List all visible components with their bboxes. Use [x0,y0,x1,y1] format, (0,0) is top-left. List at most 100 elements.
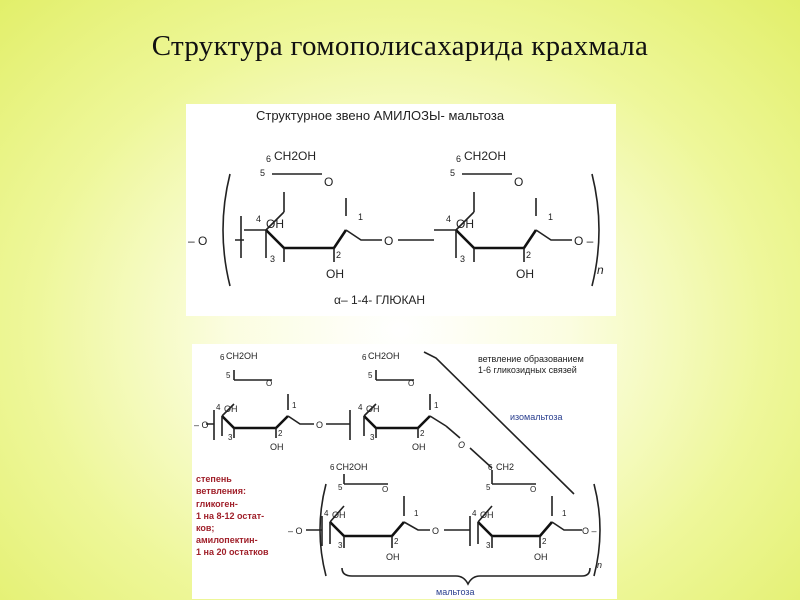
hydroxyl-upper-b: OH [366,404,380,414]
branch-note-line-2: 1-6 гликозидных связей [478,365,577,375]
left-chain-oxygen-lower: – O [288,526,303,536]
ch2oh-group-1: CH2OH [274,149,316,163]
branch-1-6-bond [445,425,493,469]
hydroxyl-lower-c: OH [332,510,346,520]
position-5-label: 5 [338,483,343,492]
amylose-caption: Структурное звено АМИЛОЗЫ- мальтоза [256,108,505,123]
position-4-label: 4 [472,509,477,518]
hydroxyl-c3-1: OH [266,217,284,231]
degree-title-2: ветвления: [196,486,246,496]
position-4-label: 4 [446,214,451,224]
glucose-ring-2: O 6 CH2OH 5 4 OH 3 2 OH 1 [398,149,572,281]
maltose-label: мальтоза [436,587,475,597]
lower-repeat-index-n: n [597,560,602,570]
hydroxyl-lower-d2: OH [534,552,548,562]
position-2-label: 2 [526,250,531,260]
position-4-label: 4 [324,509,329,518]
right-parenthesis [591,173,600,287]
position-1-label: 1 [548,212,553,222]
position-4-label: 4 [256,214,261,224]
slide-title: Структура гомополисахарида крахмала [151,30,649,62]
position-3-label: 3 [460,254,465,264]
hydroxyl-upper-a2: OH [270,442,284,452]
hydroxyl-lower-c2: OH [386,552,400,562]
bridge-oxygen-lower: O [432,526,439,536]
ch2-lower-d: CH2 [496,462,514,472]
ring-oxygen-c: O [382,485,388,494]
position-6-label: 6 [220,353,225,362]
position-4-label: 4 [216,403,221,412]
position-2-label: 2 [336,250,341,260]
position-6-label: 6 [362,353,367,362]
hydroxyl-upper-a: OH [224,404,238,414]
position-5-label: 5 [486,483,491,492]
ch2oh-upper-a: CH2OH [226,351,258,361]
left-chain-oxygen-upper: – O [194,420,209,430]
glycogen-line-2: 1 на 8-12 остат- [196,511,264,521]
degree-title-1: степень [196,474,232,484]
glycosidic-bridge-oxygen: O [384,234,393,248]
branch-note-line-1: ветвление образованием [478,354,584,364]
ch2oh-upper-b: CH2OH [368,351,400,361]
lower-ring-c: O 6 CH2OH 5 4 OH 3 2 OH 1 – O [288,462,430,562]
position-3-label: 3 [270,254,275,264]
lower-right-parenthesis [593,483,601,577]
position-1-label: 1 [292,401,297,410]
position-6-label: 6 [456,154,461,164]
branch-connector-line [423,351,575,495]
glycogen-line-1: гликоген- [196,499,238,509]
hydroxyl-c2-2: OH [516,267,534,281]
ring-oxygen-d: O [530,485,536,494]
position-2-label: 2 [394,537,399,546]
position-6-label: 6 [488,463,493,472]
position-2-label: 2 [278,429,283,438]
isomaltose-label: изомальтоза [510,412,563,422]
position-5-label: 5 [260,168,265,178]
branching-degree-note: степень ветвления: гликоген- 1 на 8-12 о… [196,474,269,557]
branched-structure-diagram: O 6 CH2OH 5 4 OH 3 2 OH 1 – O O O 6 CH2O… [194,351,602,597]
amylopectin-line-2: 1 на 20 остатков [196,547,269,557]
position-1-label: 1 [414,509,419,518]
position-5-label: 5 [226,371,231,380]
left-parenthesis [222,173,231,287]
glycogen-line-3: ков; [196,523,214,533]
amylose-panel: Структурное звено АМИЛОЗЫ- мальтоза O 6 … [186,104,616,316]
upper-ring-b: O 6 CH2OH 5 4 OH 3 2 OH 1 [326,351,447,452]
position-1-label: 1 [434,401,439,410]
amylopectin-panel: O 6 CH2OH 5 4 OH 3 2 OH 1 – O O O 6 CH2O… [192,344,617,599]
ch2oh-group-2: CH2OH [464,149,506,163]
hydroxyl-c2-1: OH [326,267,344,281]
ring-oxygen-a: O [266,379,272,388]
alpha-glucan-label: α– 1-4- ГЛЮКАН [334,293,425,307]
hydroxyl-c3-2: OH [456,217,474,231]
position-3-label: 3 [338,541,343,550]
amylopectin-line-1: амилопектин- [196,535,258,545]
ring-oxygen-b: O [408,379,414,388]
maltose-brace [341,567,591,586]
position-6-label: 6 [266,154,271,164]
right-chain-oxygen-lower: O – [582,526,597,536]
position-1-label: 1 [358,212,363,222]
hydroxyl-lower-d: OH [480,510,494,520]
hydroxyl-upper-b2: OH [412,442,426,452]
right-chain-oxygen: O – [574,234,594,248]
ch2oh-lower-c: CH2OH [336,462,368,472]
position-1-label: 1 [562,509,567,518]
glucose-ring-1: O 6 CH2OH 5 4 OH 3 2 OH 1 [235,149,382,281]
repeat-index-n: n [597,263,604,277]
upper-ring-a: O 6 CH2OH 5 4 OH 3 2 OH 1 – O [194,351,314,452]
lower-ring-d: O 6 CH2 5 4 OH 3 2 OH 1 O – [444,462,597,562]
position-2-label: 2 [542,537,547,546]
position-2-label: 2 [420,429,425,438]
left-chain-oxygen: – O [188,234,207,248]
position-5-label: 5 [450,168,455,178]
position-3-label: 3 [228,433,233,442]
ring-oxygen-1: O [324,175,333,189]
branch-oxygen: O [458,440,465,450]
lower-left-parenthesis [319,483,327,577]
ring-oxygen-2: O [514,175,523,189]
position-5-label: 5 [368,371,373,380]
position-3-label: 3 [370,433,375,442]
bridge-oxygen-upper: O [316,420,323,430]
position-3-label: 3 [486,541,491,550]
